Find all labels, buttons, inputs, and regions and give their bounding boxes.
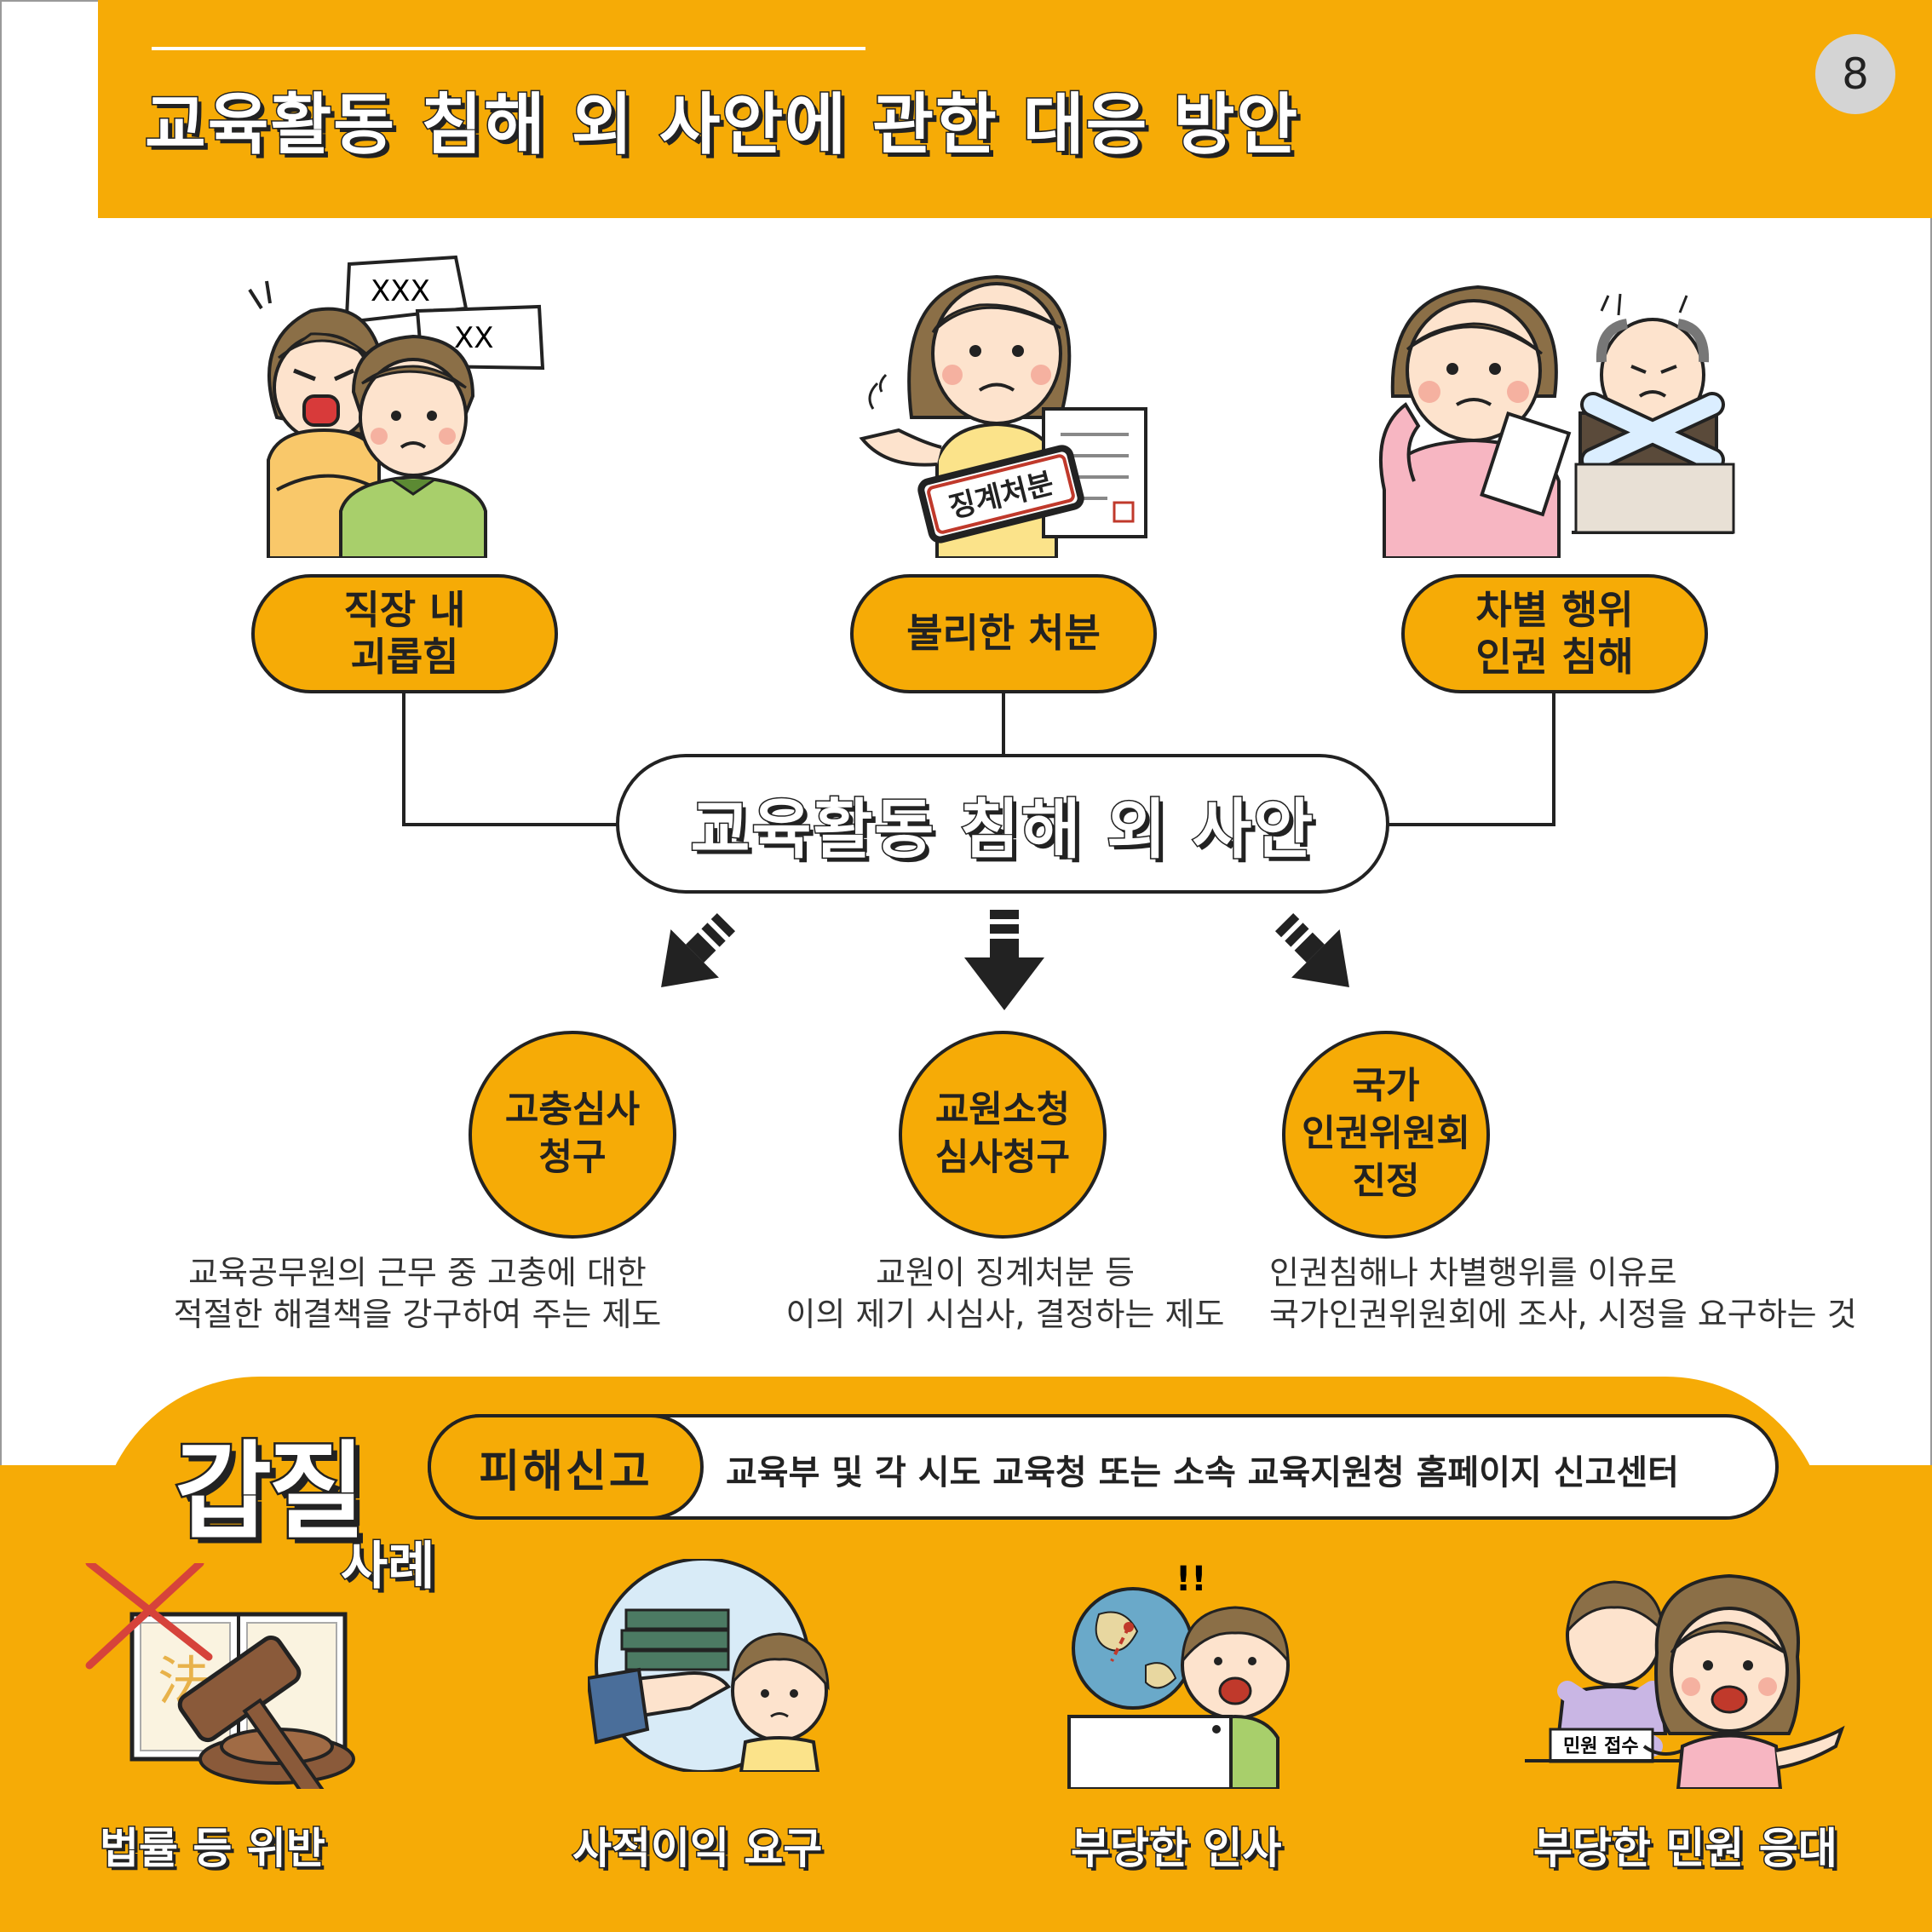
disposition-illustration: 징계처분 [859,274,1147,558]
arrow-down-right-icon [1274,912,1349,987]
unfair-personnel-illustration: !! [1067,1560,1290,1789]
case-law-violation: 법률 등 위반 [99,1823,327,1875]
remedy-grievance-description: 교육공무원의 근무 중 고충에 대한 적절한 해결책을 강구하여 주는 제도 [173,1254,662,1334]
law-violation-illustration: 法 [85,1563,355,1789]
header-banner [98,0,1932,218]
gapjil-title: 갑질 [172,1429,367,1556]
complaint-desk-sign: 민원 접수 [1563,1736,1639,1757]
report-label: 피해신고 [428,1414,704,1520]
category-unfavorable-disposition: 불리한 처분 [850,574,1157,693]
harassment-illustration: XXX XX [248,255,545,558]
category-workplace-harassment: 직장 내 괴롭힘 [251,574,558,693]
central-topic-label: 교육활동 침해 외 사안 [689,791,1315,869]
header-divider [152,47,865,50]
discrimination-illustration [1378,285,1735,558]
remedy-petition-description: 인권침해나 차별행위를 이유로 국가인권위원회에 조사, 시정을 요구하는 것 [1269,1254,1857,1334]
case-private-gain: 사적이익 요구 [571,1823,823,1875]
arrow-down-left-icon [661,912,736,987]
private-gain-illustration [588,1559,830,1772]
page-title: 교육활동 침해 외 사안에 관한 대응 방안 [143,86,1300,165]
remedy-human-rights-petition: 국가 인권위원회 진정 [1282,1031,1490,1239]
exclaim-marks: !! [1176,1560,1206,1599]
category-discrimination: 차별 행위 인권 침해 [1401,574,1708,693]
unfair-complaint-illustration: 민원 접수 [1525,1573,1845,1789]
connector-right-vertical [1552,693,1555,826]
speech-xxx: XXX [371,274,430,308]
disposition-stamp: 징계처분 [917,445,1084,543]
arrow-down-icon [964,910,1044,1010]
remedy-appeal-description: 교원이 징계처분 등 이의 제기 시심사, 결정하는 제도 [785,1254,1225,1334]
remedy-grievance-review: 고충심사 청구 [469,1031,676,1239]
connector-left-horizontal [402,823,618,826]
speech-xx: XX [454,321,494,355]
gapjil-subtitle: 사례 [339,1536,435,1598]
connector-right-horizontal [1387,823,1555,826]
connector-center-vertical [1002,693,1005,756]
page-number-badge: 8 [1815,34,1895,114]
connector-left-vertical [402,693,405,826]
case-unfair-complaint: 부당한 민원 응대 [1532,1823,1839,1875]
remedy-appeal-review: 교원소청 심사청구 [899,1031,1107,1239]
central-topic-pill: 교육활동 침해 외 사안 [616,754,1389,894]
case-unfair-personnel: 부당한 인사 [1069,1823,1282,1875]
report-text: 교육부 및 각 시도 교육청 또는 소속 교육지원청 홈페이지 신고센터 [726,1453,1679,1492]
